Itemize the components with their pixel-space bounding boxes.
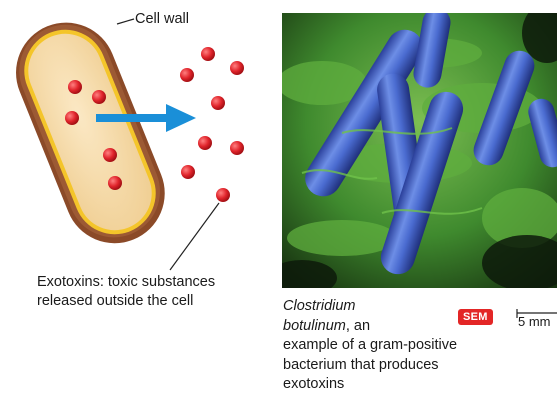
caption-line3: example of a gram-positive bbox=[283, 336, 513, 356]
toxin-dot bbox=[180, 68, 194, 82]
toxin-dot bbox=[216, 188, 230, 202]
toxin-dot bbox=[103, 148, 117, 162]
exotoxin-leader-line bbox=[170, 203, 219, 270]
toxin-dot bbox=[92, 90, 106, 104]
released-toxins bbox=[180, 47, 244, 202]
toxin-dot bbox=[201, 47, 215, 61]
toxin-dot bbox=[211, 96, 225, 110]
toxin-dot bbox=[65, 111, 79, 125]
toxin-dot bbox=[181, 165, 195, 179]
caption-line4: bacterium that produces bbox=[283, 356, 513, 376]
caption-species-epithet: botulinum bbox=[283, 318, 346, 334]
exotoxin-label: Exotoxins: toxic substances released out… bbox=[37, 273, 277, 311]
cell-wall-label: Cell wall bbox=[135, 10, 189, 29]
exotoxin-label-line1: Exotoxins: toxic substances bbox=[37, 273, 277, 292]
caption-line5: exotoxins bbox=[283, 375, 513, 395]
scale-label: 5 mm bbox=[518, 314, 551, 329]
cell-wall-leader-line bbox=[117, 19, 134, 24]
exotoxin-diagram bbox=[0, 0, 280, 409]
toxin-dot bbox=[230, 141, 244, 155]
bacterial-cell bbox=[1, 8, 180, 259]
caption-species-genus: Clostridium bbox=[283, 298, 356, 314]
exotoxin-label-line2: released outside the cell bbox=[37, 292, 277, 311]
toxin-dot bbox=[198, 136, 212, 150]
toxin-dot bbox=[230, 61, 244, 75]
caption-line2-rest: , an bbox=[346, 318, 370, 334]
toxin-dot bbox=[68, 80, 82, 94]
toxin-dot bbox=[108, 176, 122, 190]
sem-micrograph bbox=[282, 13, 557, 288]
sem-badge: SEM bbox=[458, 309, 493, 325]
